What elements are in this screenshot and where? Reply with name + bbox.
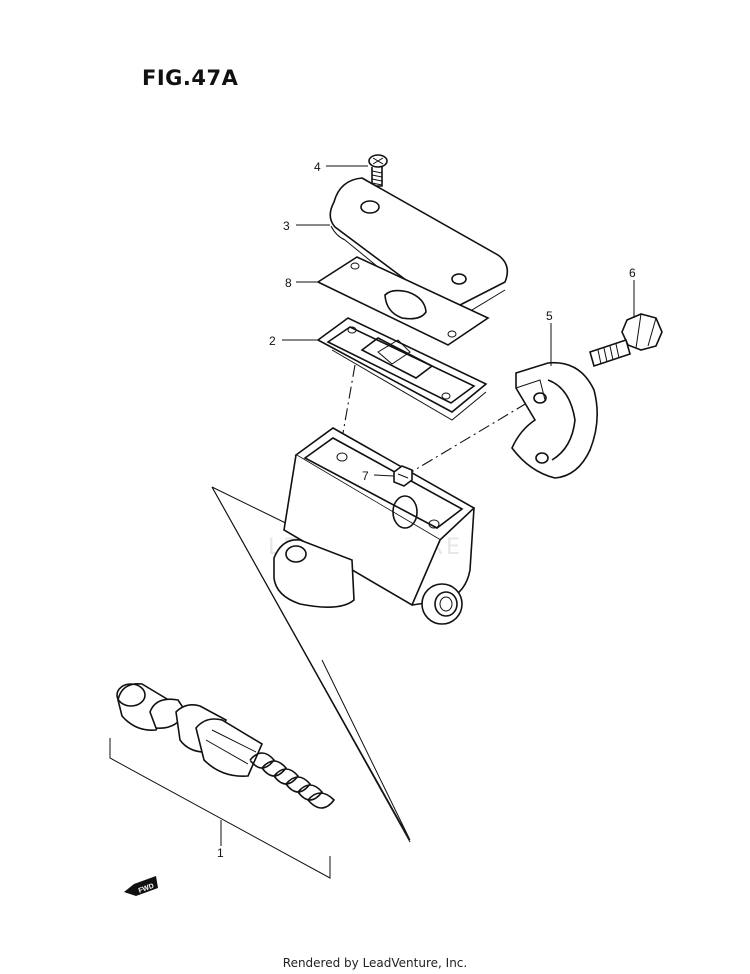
part-bolt[interactable] bbox=[589, 313, 663, 368]
part-plug[interactable] bbox=[393, 465, 413, 487]
leader-line-7 bbox=[373, 474, 395, 477]
callout-4[interactable]: 4 bbox=[314, 160, 321, 174]
callout-1[interactable]: 1 bbox=[217, 846, 224, 860]
footer-credit: Rendered by LeadVenture, Inc. bbox=[282, 956, 468, 970]
callout-7[interactable]: 7 bbox=[362, 469, 369, 483]
part-diaphragm-plate[interactable] bbox=[316, 256, 490, 346]
part-master-cylinder-body[interactable] bbox=[273, 427, 476, 625]
part-clamp-bracket[interactable] bbox=[511, 361, 598, 479]
part-screw[interactable] bbox=[368, 154, 388, 187]
assembly-outline-edge bbox=[211, 486, 411, 843]
figure-title: FIG.47A bbox=[142, 66, 239, 90]
callout-8[interactable]: 8 bbox=[285, 276, 292, 290]
callout-6[interactable]: 6 bbox=[629, 266, 636, 280]
part-group-bracket bbox=[109, 738, 331, 879]
assembly-line-clamp bbox=[407, 402, 528, 475]
callout-3[interactable]: 3 bbox=[283, 219, 290, 233]
return-spring bbox=[249, 752, 336, 809]
callout-5[interactable]: 5 bbox=[546, 309, 553, 323]
part-gasket[interactable] bbox=[316, 317, 488, 421]
part-piston-assembly[interactable] bbox=[116, 683, 336, 809]
forward-direction-icon: FWD bbox=[124, 876, 158, 896]
callout-2[interactable]: 2 bbox=[269, 334, 276, 348]
